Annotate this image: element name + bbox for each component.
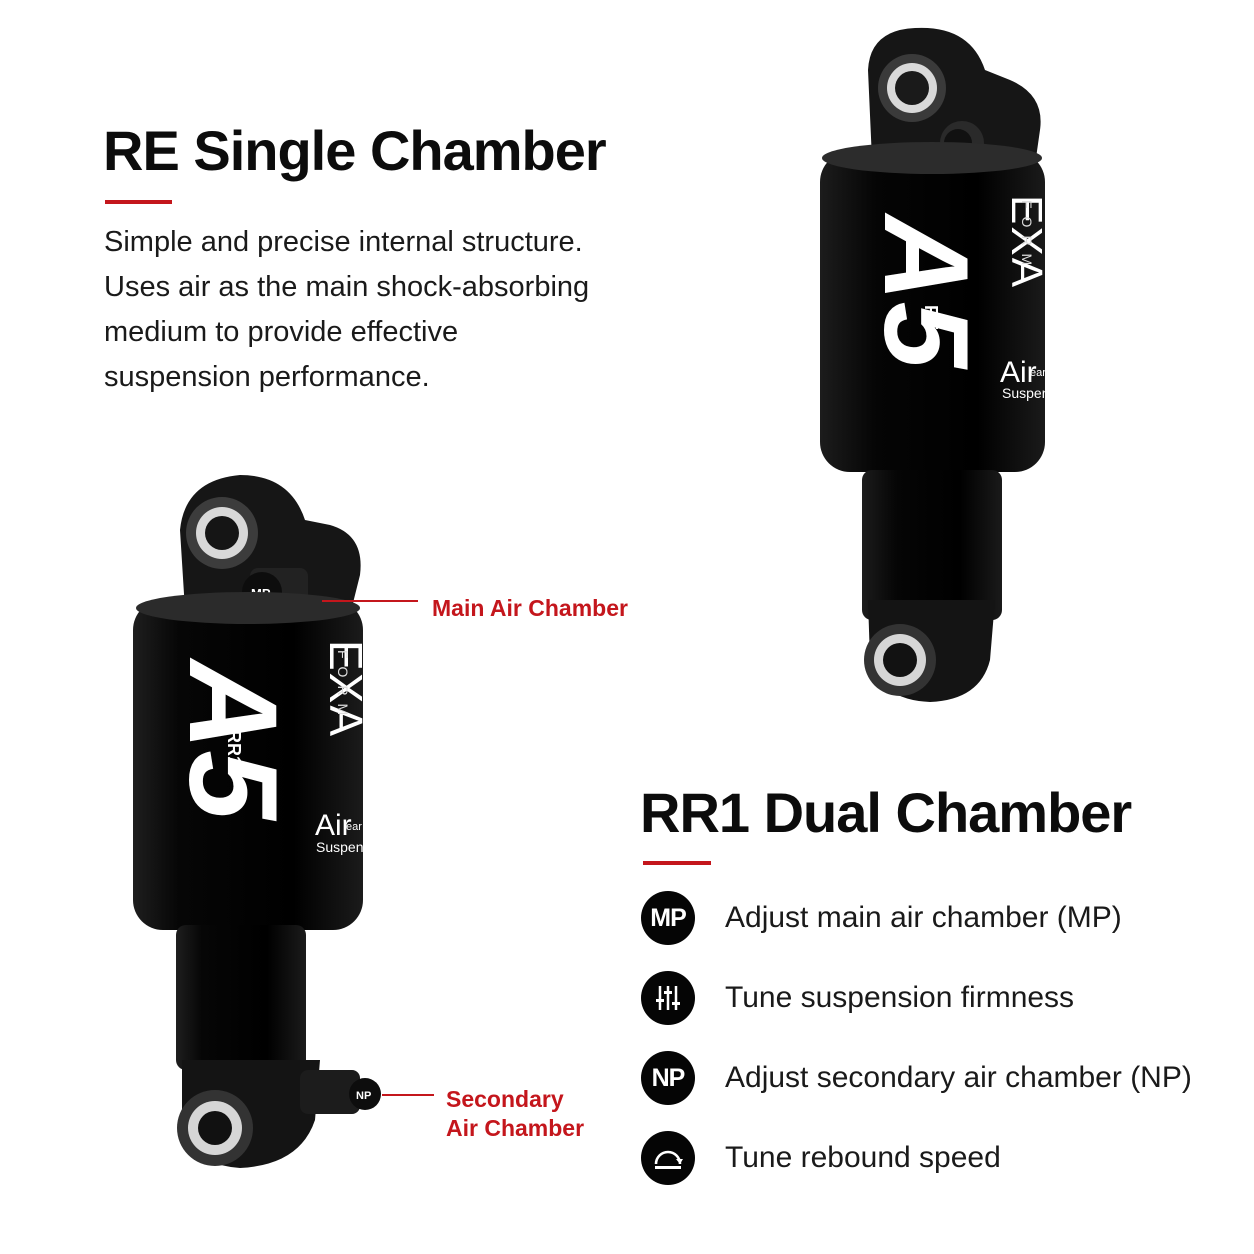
re-description-line: medium to provide effective — [104, 316, 459, 348]
re-brand-top: EXA — [1002, 195, 1051, 289]
rr1-suspension-label: Suspension — [316, 839, 389, 855]
re-variant-mark: RE — [921, 305, 941, 330]
secondary-air-chamber-callout: Secondary Air Chamber — [446, 1085, 584, 1143]
feature-text: Tune rebound speed — [725, 1141, 1001, 1174]
re-section-title: RE Single Chamber — [103, 119, 607, 182]
sliders-icon — [641, 971, 695, 1025]
secondary-callout-line1: Secondary — [446, 1086, 564, 1112]
feature-list: MP Adjust main air chamber (MP) Tune sus… — [641, 891, 1192, 1185]
rr1-air-label: Air — [315, 809, 352, 842]
rr1-shock-body — [133, 600, 363, 930]
np-badge-icon: NP — [641, 1051, 695, 1105]
rr1-brand-top: EXA — [320, 640, 372, 738]
secondary-chamber-callout-line — [382, 1094, 434, 1096]
feature-item-mp: MP Adjust main air chamber (MP) — [641, 891, 1192, 945]
re-description-line: Uses air as the main shock-absorbing — [104, 271, 590, 303]
re-air-sub-label: ear — [1030, 367, 1046, 379]
feature-item-np: NP Adjust secondary air chamber (NP) — [641, 1051, 1192, 1105]
re-description: Simple and precise internal structure. U… — [104, 220, 589, 400]
feature-text: Adjust main air chamber (MP) — [725, 901, 1122, 934]
secondary-callout-line2: Air Chamber — [446, 1115, 585, 1141]
re-suspension-label: Suspension — [1002, 385, 1060, 401]
mp-badge-icon: MP — [641, 891, 695, 945]
feature-item-firmness: Tune suspension firmness — [641, 971, 1192, 1025]
re-shock-image: A5 RE EXA FORM Air ear Suspension — [820, 27, 1060, 702]
rr1-shock-image: MP NP A5 RR1 EXA FORM Air ear Suspension — [133, 475, 389, 1168]
re-shock-body — [820, 152, 1045, 472]
re-description-line: suspension performance. — [104, 361, 430, 393]
rr1-brand-bottom: FORM — [335, 650, 351, 723]
rr1-np-valve-label: NP — [356, 1090, 371, 1102]
feature-text: Adjust secondary air chamber (NP) — [725, 1061, 1192, 1094]
re-model-mark: A5 — [859, 212, 993, 371]
rr1-model-mark: A5 — [163, 657, 302, 821]
re-air-label: Air — [1000, 356, 1037, 389]
rr1-air-sub-label: ear — [346, 821, 362, 833]
rr1-section-title: RR1 Dual Chamber — [640, 781, 1132, 844]
re-title-underline — [105, 200, 172, 204]
main-air-chamber-callout-line — [322, 600, 418, 602]
re-description-line: Simple and precise internal structure. — [104, 226, 583, 258]
feature-text: Tune suspension firmness — [725, 981, 1075, 1014]
feature-item-rebound: Tune rebound speed — [641, 1131, 1192, 1185]
rr1-title-underline — [643, 861, 711, 865]
rr1-variant-mark: RR1 — [224, 730, 244, 766]
rebound-dial-icon — [641, 1131, 695, 1185]
main-air-chamber-callout: Main Air Chamber — [432, 595, 628, 621]
re-brand-bottom: FORM — [1019, 200, 1035, 273]
